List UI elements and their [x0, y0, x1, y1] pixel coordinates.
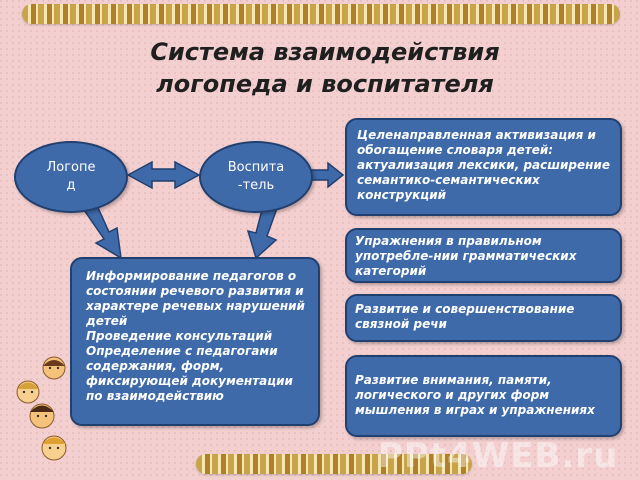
title-line-2: логопеда и воспитателя: [156, 70, 494, 98]
decorative-border-top: [22, 4, 620, 24]
right-box-speech: Развитие и совершенствование связной реч…: [345, 294, 622, 342]
node-vospitatel: Воспита -тель: [199, 141, 313, 213]
slide-title: Система взаимодействия логопеда и воспит…: [90, 36, 560, 100]
right-box-grammar: Упражнения в правильном употребле-нии гр…: [345, 228, 622, 283]
node-vospitatel-line-1: Воспита: [227, 160, 285, 175]
decorative-border-bottom: [196, 454, 472, 474]
info-item: Определение с педагогами содержания, фор…: [86, 344, 293, 403]
title-line-1: Система взаимодействия: [150, 38, 500, 66]
info-box: Информирование педагогов о состоянии реч…: [70, 257, 320, 426]
vospitatel-down-arrow: [246, 204, 278, 260]
right-box-vocabulary: Целенаправленная активизация и обогащени…: [345, 118, 622, 216]
node-logoped-line-1: Логопе: [46, 160, 96, 175]
right-arrow: [310, 161, 345, 189]
info-item: Проведение консультаций: [86, 329, 273, 343]
double-arrow: [126, 160, 201, 190]
watermark: PPt4WEB.ru: [378, 436, 619, 476]
right-box-thinking: Развитие внимания, памяти, логического и…: [345, 355, 622, 437]
node-vospitatel-line-2: -тель: [237, 178, 275, 193]
children-illustration: [16, 356, 67, 461]
info-item: Информирование педагогов о состоянии реч…: [86, 269, 305, 328]
node-logoped: Логопе д: [14, 141, 128, 213]
node-logoped-line-2: д: [66, 178, 76, 193]
